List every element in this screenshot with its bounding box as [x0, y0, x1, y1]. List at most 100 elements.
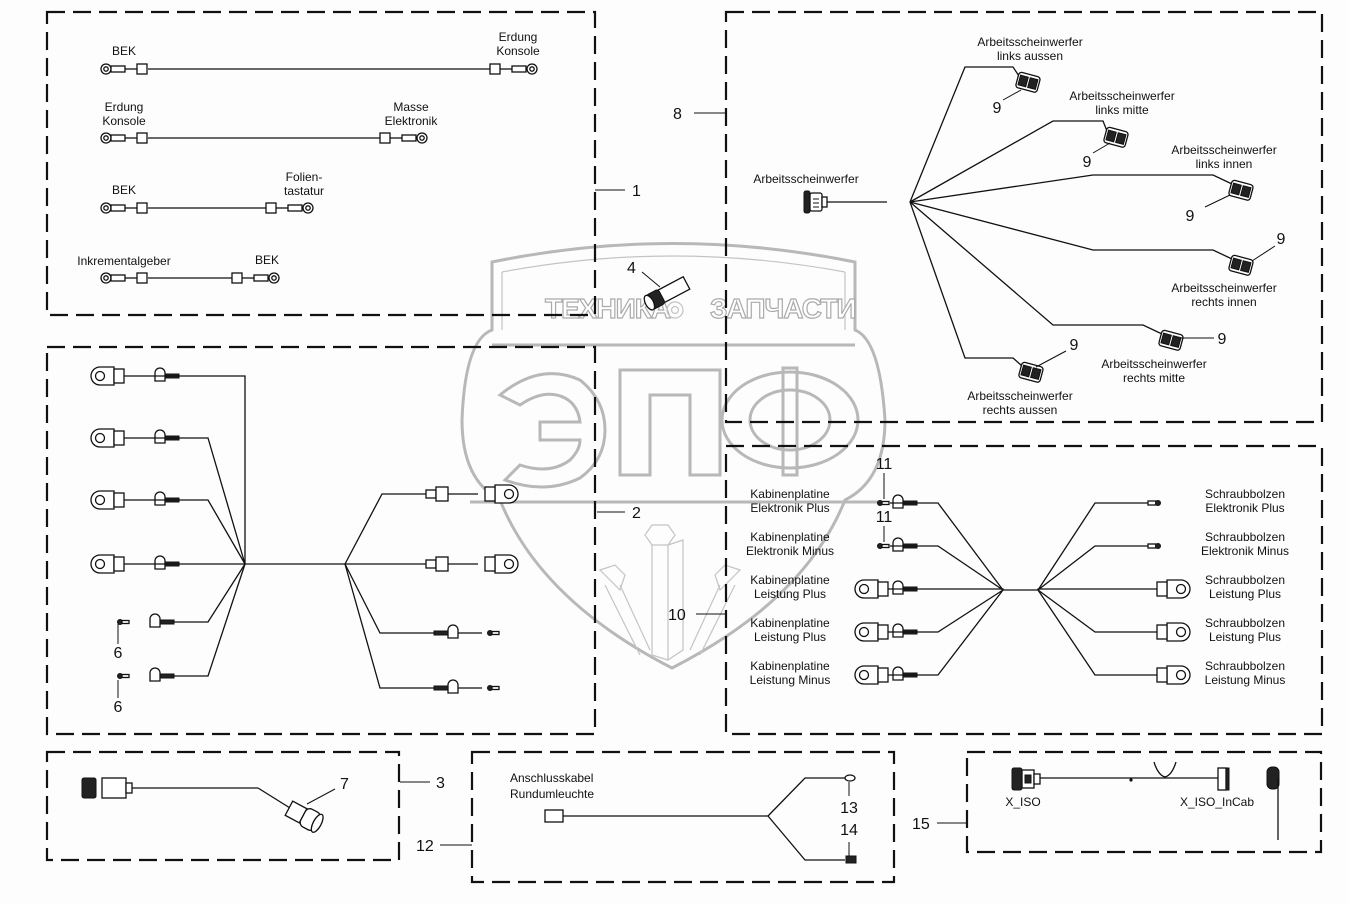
- wire: [909, 201, 1023, 367]
- cable-label: Masse: [393, 100, 429, 114]
- watermark-letter-f: [720, 366, 860, 477]
- group-2-frame: [45, 345, 597, 736]
- source-label: Arbeitsscheinwerfer: [753, 172, 858, 186]
- right-terminal-label: Elektronik Minus: [1201, 544, 1289, 558]
- ground-cable-2[interactable]: Erdung Konsole Masse Elektronik: [100, 100, 438, 144]
- ring-terminal-icon: [100, 63, 148, 75]
- pin-terminal-icon: [1147, 500, 1157, 506]
- callout-2[interactable]: 2: [632, 505, 641, 522]
- group-3: 3 7: [45, 750, 445, 862]
- wire: [909, 174, 1233, 203]
- cable-label: Anschlusskabel: [510, 771, 593, 785]
- right-terminal-label: Leistung Plus: [1209, 630, 1281, 644]
- wire: [1037, 589, 1158, 676]
- cable-label: Erdung: [105, 100, 144, 114]
- cable-lug-icon: [90, 366, 125, 386]
- cable-label: BEK: [255, 253, 279, 267]
- callout-9: 9: [1277, 231, 1286, 248]
- callout-9: 9: [1186, 208, 1195, 225]
- wire: [344, 493, 426, 565]
- group-1-frame: [45, 10, 597, 317]
- cable-lug-icon: [854, 622, 889, 642]
- wire: [344, 563, 440, 689]
- ground-cable-3[interactable]: BEK Folien- tastatur: [100, 170, 324, 214]
- x-iso-label: X_ISO: [1005, 795, 1040, 809]
- cable-label: BEK: [112, 183, 136, 197]
- left-terminal-label: Kabinenplatine: [750, 487, 830, 501]
- crimp-sleeve-icon: [154, 367, 180, 382]
- callout-1[interactable]: 1: [632, 183, 641, 200]
- group-1: 1 BEK Erdung Konsole Erdung Konsole Mass…: [45, 10, 641, 317]
- left-terminal-label: Kabinenplatine: [750, 659, 830, 673]
- callout-7[interactable]: 7: [340, 776, 349, 793]
- cable-lug-icon: [484, 554, 519, 574]
- pin-terminal-icon: [877, 500, 890, 506]
- branch-label: Arbeitsscheinwerfer: [977, 35, 1082, 49]
- wire: [890, 545, 1004, 591]
- round-connector-icon: [803, 190, 828, 214]
- crimp-sleeve-icon: [149, 613, 175, 628]
- crimp-sleeve-icon: [154, 491, 180, 506]
- ring-terminal-icon: [379, 132, 428, 144]
- cable-label: Konsole: [496, 44, 540, 58]
- wire: [909, 120, 1108, 203]
- left-terminal-label: Leistung Plus: [754, 587, 826, 601]
- wire: [890, 502, 1004, 591]
- watermark-letter-e: [497, 372, 607, 489]
- ground-cable-1[interactable]: BEK Erdung Konsole: [100, 30, 540, 75]
- left-terminal-label: Leistung Plus: [754, 630, 826, 644]
- branch-label: rechts mitte: [1123, 371, 1185, 385]
- deutsch-connector-icon: [1103, 126, 1129, 148]
- crimp-sleeve-icon: [154, 555, 180, 570]
- pin-terminal-icon: [1147, 543, 1157, 549]
- group-8-frame: [724, 10, 1324, 424]
- callout-12[interactable]: 12: [416, 838, 434, 855]
- wire: [124, 499, 246, 565]
- cable-lug-icon: [854, 665, 889, 685]
- worklight-harness[interactable]: Arbeitsscheinwerfer 9Arbeitsscheinwerfer…: [753, 35, 1285, 417]
- beacon-cable[interactable]: Anschlusskabel Rundumleuchte: [510, 771, 857, 864]
- wire: [909, 201, 1233, 260]
- wire: [1037, 545, 1152, 591]
- branch-label: links innen: [1196, 157, 1253, 171]
- callout-6[interactable]: 6: [114, 699, 123, 716]
- callout-11: 11: [876, 456, 893, 473]
- callout-15[interactable]: 15: [912, 816, 930, 833]
- right-terminal-label: Elektronik Plus: [1205, 501, 1284, 515]
- ring-terminal-icon: [231, 272, 280, 284]
- iso-cable[interactable]: X_ISO X_ISO_InCab: [1005, 761, 1280, 840]
- adapter-cable[interactable]: [81, 777, 325, 834]
- branch-label: Arbeitsscheinwerfer: [1101, 357, 1206, 371]
- branch-label: rechts innen: [1191, 295, 1256, 309]
- branch-label: Arbeitsscheinwerfer: [1069, 89, 1174, 103]
- callout-10[interactable]: 10: [668, 607, 686, 624]
- pin-terminal-icon: [117, 619, 130, 625]
- part-4-sensor[interactable]: 4: [627, 260, 691, 312]
- leader-line: [1251, 245, 1276, 262]
- callout-11: 11: [876, 509, 893, 526]
- battery-harness[interactable]: [90, 366, 519, 694]
- wire: [888, 589, 1004, 676]
- wire: [1037, 589, 1158, 633]
- callout-14[interactable]: 14: [840, 822, 858, 839]
- callout-4[interactable]: 4: [627, 260, 636, 277]
- ground-cable-4[interactable]: Inkrementalgeber BEK: [77, 253, 280, 284]
- callout-3[interactable]: 3: [436, 775, 445, 792]
- pin-terminal-icon: [487, 630, 500, 636]
- deutsch-connector-icon: [1228, 254, 1254, 276]
- leader-line: [1204, 194, 1231, 208]
- left-terminal-label: Kabinenplatine: [750, 530, 830, 544]
- callout-13[interactable]: 13: [840, 800, 858, 817]
- wire: [888, 589, 1004, 633]
- right-terminal-label: Schraubbolzen: [1205, 487, 1285, 501]
- callout-6[interactable]: 6: [114, 645, 123, 662]
- callout-8[interactable]: 8: [673, 106, 682, 123]
- group-8: 8 Arbeitsscheinwerfer 9Arbeitsscheinwerf…: [673, 10, 1324, 424]
